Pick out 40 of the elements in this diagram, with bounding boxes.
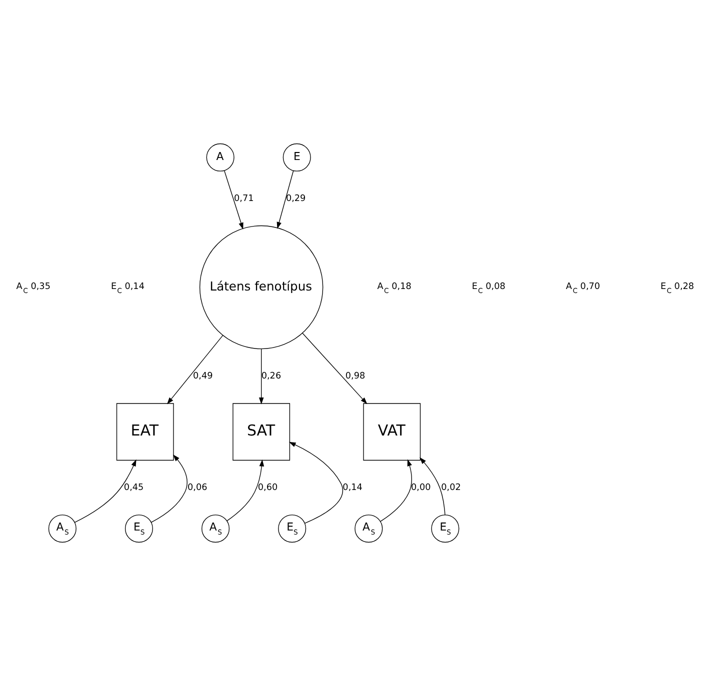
- node-circle: A: [206, 143, 234, 172]
- arrow: [226, 460, 264, 522]
- edge-label: 0,45: [124, 482, 144, 493]
- arrow: [276, 170, 294, 229]
- edge-label: 0,06: [188, 482, 208, 493]
- node-box: SAT: [232, 403, 290, 461]
- edge-label: 0,71: [234, 194, 254, 204]
- node-circle: E$_{S}$: [124, 514, 153, 543]
- arrow: [150, 454, 188, 523]
- edge-label: 0,14: [342, 482, 362, 493]
- edge-label: 0,00: [411, 482, 431, 493]
- arrow: [302, 332, 368, 404]
- label: E$_{C}$ 0,08: [472, 282, 506, 295]
- node-circle: E$_{S}$: [431, 514, 460, 543]
- arrow: [258, 348, 264, 404]
- label: E$_{C}$ 0,14: [110, 282, 144, 295]
- edge-label: 0,29: [286, 194, 306, 204]
- node-circle: A$_{S}$: [48, 514, 76, 543]
- edge-label: 0,98: [345, 371, 366, 382]
- node-box: VAT: [363, 403, 421, 461]
- node-circle: Látens fenotípus: [199, 225, 324, 350]
- arrow: [166, 335, 224, 404]
- node-circle: A$_{S}$: [202, 514, 230, 543]
- label: A$_{C}$ 0,18: [377, 282, 412, 295]
- edge-label: 0,60: [258, 482, 278, 493]
- label: A$_{C}$ 0,70: [566, 282, 600, 295]
- arrow: [380, 459, 412, 522]
- arrow: [74, 459, 136, 523]
- edge-label: 0,49: [192, 371, 213, 382]
- node-circle: E$_{S}$: [278, 514, 306, 543]
- node-circle: A$_{S}$: [354, 514, 383, 543]
- node-circle: E: [282, 143, 311, 172]
- arrow: [224, 170, 244, 230]
- edge-label: 0,26: [261, 371, 282, 382]
- label: A$_{C}$ 0,35: [16, 282, 50, 295]
- arrow: [420, 457, 446, 516]
- node-box: EAT: [116, 403, 174, 461]
- arrow: [288, 442, 344, 524]
- label: E$_{C}$ 0,28: [660, 282, 694, 295]
- edge-label: 0,02: [441, 482, 461, 493]
